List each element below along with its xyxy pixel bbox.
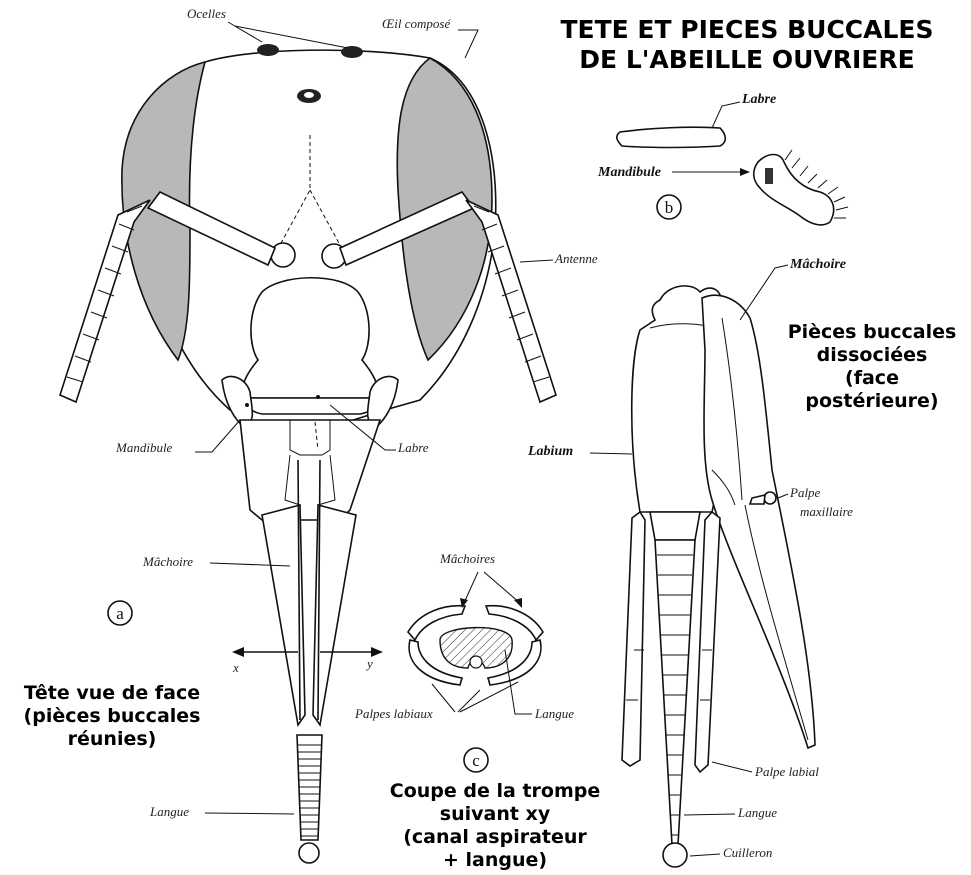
panel-c-caption-line2: suivant xy — [440, 803, 551, 825]
label-langue-a: Langue — [149, 804, 189, 819]
tongue-dissociated — [655, 540, 695, 845]
label-langue-d: Langue — [737, 805, 777, 820]
antenna-socket-left — [271, 243, 295, 267]
ocellus-right — [341, 46, 363, 58]
panel-c-caption-line4: + langue) — [443, 849, 547, 871]
label-langue-c: Langue — [534, 706, 574, 721]
palpe-maxillaire-knob — [764, 492, 776, 504]
panel-c-caption-line3: (canal aspirateur — [403, 826, 587, 848]
panel-d-caption-line4: postérieure) — [805, 390, 938, 412]
labrum — [245, 398, 380, 414]
label-machoire-d: Mâchoire — [789, 257, 846, 272]
label-palpe-labial: Palpe labial — [754, 764, 819, 779]
dissociated-mouthparts — [622, 286, 815, 867]
proboscis-cross-section — [408, 606, 543, 685]
label-oeil-compose: Œil composé — [382, 16, 451, 31]
panel-a-letter: a — [116, 604, 124, 623]
label-cuilleron: Cuilleron — [723, 845, 772, 860]
cuilleron — [663, 843, 687, 867]
labial-palp-right — [695, 512, 720, 772]
label-palpe-maxillaire-2: maxillaire — [800, 504, 853, 519]
label-x: x — [232, 660, 239, 675]
labial-palp-left — [622, 512, 645, 766]
diagram-title-line2: DE L'ABEILLE OUVRIERE — [579, 45, 914, 74]
labrum-isolated — [617, 127, 725, 147]
label-machoire-a: Mâchoire — [142, 554, 193, 569]
diagram-title-line1: TETE ET PIECES BUCCALES — [560, 15, 933, 44]
label-antenne: Antenne — [554, 251, 598, 266]
label-labre: Labre — [397, 440, 429, 455]
tongue-tip-front — [299, 843, 319, 863]
panel-a-caption-line3: réunies) — [68, 728, 157, 750]
mandible-isolated — [754, 155, 834, 225]
panel-d-caption-line3: (face — [845, 367, 899, 389]
panel-c-caption-line1: Coupe de la trompe — [390, 780, 600, 802]
label-y: y — [365, 656, 373, 671]
panel-a-caption-line1: Tête vue de face — [24, 682, 200, 704]
label-mandibule-b: Mandibule — [597, 165, 661, 180]
panel-d-caption-line1: Pièces buccales — [788, 321, 957, 343]
clypeus — [242, 278, 379, 398]
label-palpe-maxillaire-1: Palpe — [789, 485, 821, 500]
label-labre-b: Labre — [741, 92, 776, 107]
panel-b-letter: b — [665, 198, 674, 217]
label-ocelles: Ocelles — [187, 6, 226, 21]
label-machoires-c: Mâchoires — [439, 551, 495, 566]
label-labium: Labium — [527, 444, 573, 459]
panel-d-caption-line2: dissociées — [817, 344, 928, 366]
label-mandibule: Mandibule — [115, 440, 173, 455]
panel-c-letter: c — [472, 751, 480, 770]
label-palpes-labiaux: Palpes labiaux — [354, 706, 433, 721]
ocellus-left — [257, 44, 279, 56]
proboscis-base — [240, 420, 380, 520]
panel-a-caption-line2: (pièces buccales — [24, 705, 201, 727]
